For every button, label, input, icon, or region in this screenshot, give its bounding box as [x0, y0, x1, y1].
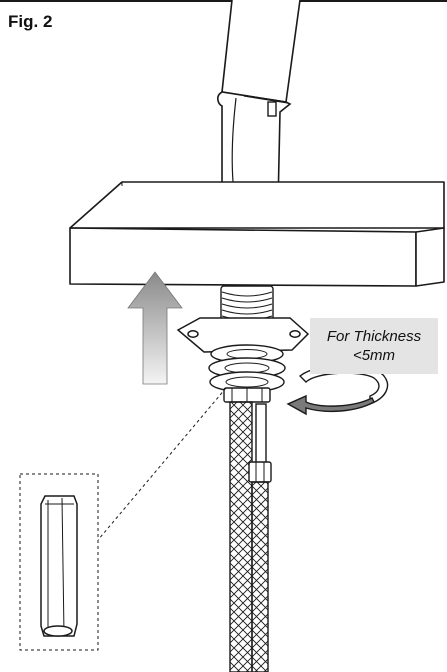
- wrench-tool-detail: [40, 495, 78, 637]
- figure-label: Fig. 2: [8, 12, 53, 31]
- note-line-2: <5mm: [352, 347, 396, 364]
- thickness-note: For Thickness <5mm: [310, 318, 438, 374]
- mounting-plate: [176, 317, 310, 353]
- braided-hose-left: [229, 401, 253, 672]
- countertop: [69, 181, 445, 287]
- washer-stack: [208, 344, 286, 403]
- top-rule: [0, 0, 447, 2]
- hose-fitting-right: [248, 403, 272, 672]
- up-arrow-icon: [127, 271, 183, 385]
- detail-box: [19, 473, 99, 651]
- callout-leader: [97, 387, 227, 541]
- note-line-1: For Thickness: [326, 328, 422, 345]
- faucet-spout: [217, 0, 301, 206]
